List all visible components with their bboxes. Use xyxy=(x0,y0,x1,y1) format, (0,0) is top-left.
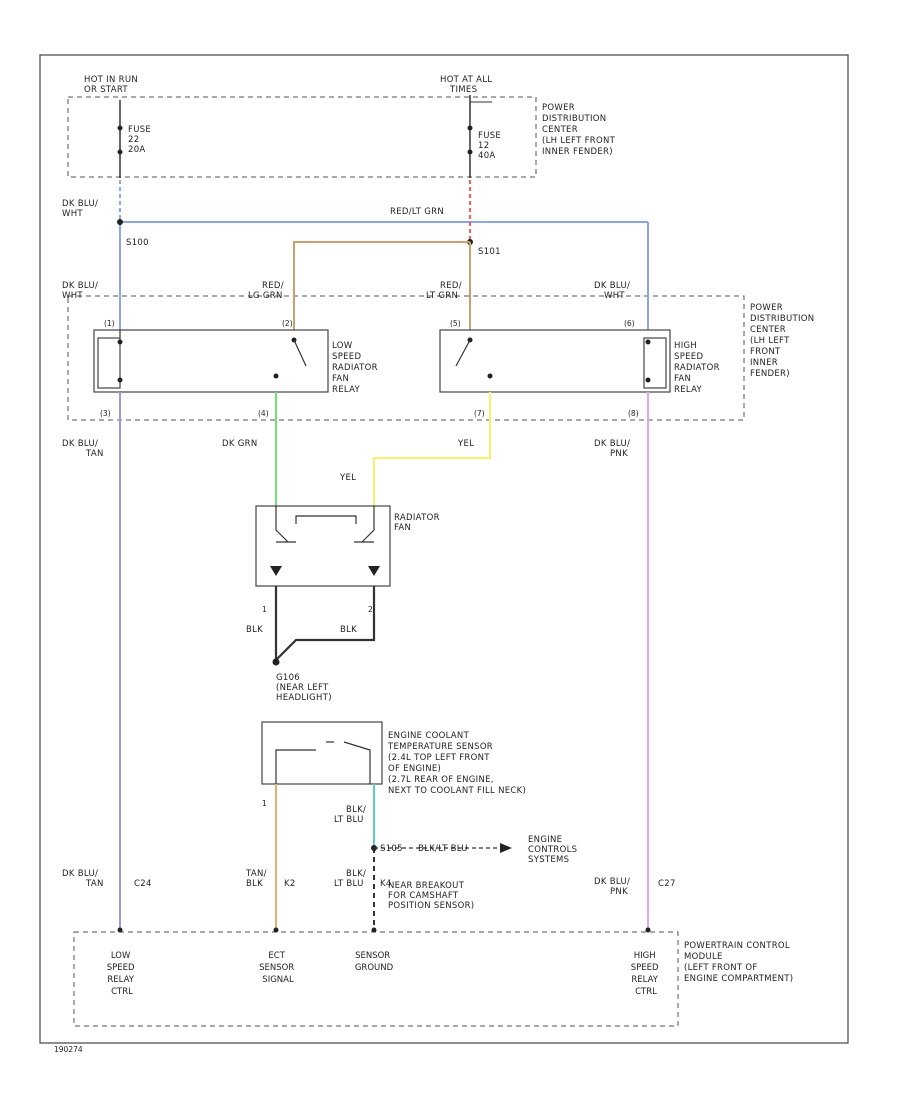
pdc-top-box xyxy=(67,96,537,178)
pin-low-1: (1) xyxy=(104,319,115,328)
ect-pin-1: 1 xyxy=(262,799,267,808)
low-relay-coil xyxy=(97,337,121,389)
pin-c27: C27 xyxy=(658,879,676,889)
ect-sensor-box xyxy=(261,721,383,785)
pcm-box xyxy=(73,931,679,1027)
fuse-right-terminal-top xyxy=(467,125,473,131)
pcm-high-speed-relay-ctrl: HIGH SPEED RELAY CTRL xyxy=(631,951,662,997)
high-relay-label: HIGH SPEED RADIATOR FAN RELAY xyxy=(674,341,723,395)
label-tan-blk: TAN/BLK xyxy=(245,869,267,889)
label-yel-b: YEL xyxy=(339,473,356,483)
label-splice-s105: S105 xyxy=(380,844,403,854)
label-blk-lt-blu-c: BLK/LT BLU xyxy=(418,844,468,854)
low-relay-switch xyxy=(293,339,307,367)
low-speed-relay-box xyxy=(93,329,329,393)
label-blk-2: BLK xyxy=(340,625,357,635)
ground-g106-dot xyxy=(272,658,280,666)
pin-low-3: (3) xyxy=(100,409,111,418)
label-dk-blu-pnk: DK BLU/PNK xyxy=(594,439,630,459)
wire-red-lt-grn-left xyxy=(293,241,470,330)
pin-k4: K4 xyxy=(380,879,392,889)
pin-high-8: (8) xyxy=(628,409,639,418)
pin-high-6: (6) xyxy=(624,319,635,328)
label-dk-grn: DK GRN xyxy=(222,439,257,449)
label-red-lg-grn: RED/LG GRN xyxy=(248,281,284,301)
fuse-right-terminal-bottom xyxy=(467,149,473,155)
splice-s100-dot xyxy=(117,219,123,225)
fan-motor-1-icon xyxy=(270,566,282,576)
label-dk-blu-wht-l: DK BLU/WHT xyxy=(62,281,98,301)
high-relay-coil xyxy=(643,337,667,389)
pdc-mid-label: POWER DISTRIBUTION CENTER (LH LEFT FRONT… xyxy=(750,303,817,379)
label-splice-s101: S101 xyxy=(478,247,501,257)
pdc-mid-box xyxy=(67,295,745,421)
pcm-ect-sensor-signal: ECT SENSOR SIGNAL xyxy=(259,951,297,985)
label-dk-blu-tan-b: DK BLU/TAN xyxy=(62,869,104,889)
fan-pin-2: 2 xyxy=(368,605,373,614)
pcm-low-speed-relay-ctrl: LOW SPEED RELAY CTRL xyxy=(107,951,138,997)
high-speed-relay-box xyxy=(439,329,671,393)
fan-motor-2-icon xyxy=(368,566,380,576)
label-dk-blu-tan: DK BLU/TAN xyxy=(62,439,104,459)
figure-id: 190274 xyxy=(54,1045,83,1054)
pdc-top-label: POWER DISTRIBUTION CENTER (LH LEFT FRONT… xyxy=(542,103,618,157)
pin-k2: K2 xyxy=(284,879,296,889)
label-dk-blu-pnk-b: DK BLU/PNK xyxy=(594,877,630,897)
pin-high-5: (5) xyxy=(450,319,461,328)
fuse-left-terminal-bottom xyxy=(117,149,123,155)
pcm-sensor-ground: SENSOR GROUND xyxy=(355,951,394,973)
label-yel-a: YEL xyxy=(457,439,474,449)
high-relay-switch xyxy=(455,339,471,367)
label-dk-blu-wht-r: DK BLU/WHT xyxy=(594,281,630,301)
label-blk-lt-blu-a: BLK/LT BLU xyxy=(334,805,366,825)
low-relay-label: LOW SPEED RADIATOR FAN RELAY xyxy=(332,341,381,395)
pin-low-4: (4) xyxy=(258,409,269,418)
ect-sensor-label: ENGINE COOLANT TEMPERATURE SENSOR (2.4L … xyxy=(387,731,526,796)
pin-high-7: (7) xyxy=(474,409,485,418)
radiator-fan-box xyxy=(255,505,391,587)
label-splice-s100: S100 xyxy=(126,238,149,248)
label-blk-1: BLK xyxy=(246,625,263,635)
arrow-right-icon xyxy=(500,843,512,853)
pin-low-2: (2) xyxy=(282,319,293,328)
label-red-lt-grn: RED/LT GRN xyxy=(390,207,444,217)
pcm-label: POWERTRAIN CONTROL MODULE (LEFT FRONT OF… xyxy=(684,941,793,984)
label-blk-lt-blu-b: BLK/LT BLU xyxy=(334,869,366,889)
label-dk-blu-wht-top: DK BLU/WHT xyxy=(62,199,98,219)
diagram-frame xyxy=(39,54,849,1044)
fuse-left-terminal-top xyxy=(117,125,123,131)
wire-yel xyxy=(372,392,492,506)
wire-blk-2 xyxy=(275,586,376,661)
label-red-lt-grn-b: RED/LT GRN xyxy=(426,281,462,301)
fan-pin-1: 1 xyxy=(262,605,267,614)
pin-c24: C24 xyxy=(134,879,152,889)
